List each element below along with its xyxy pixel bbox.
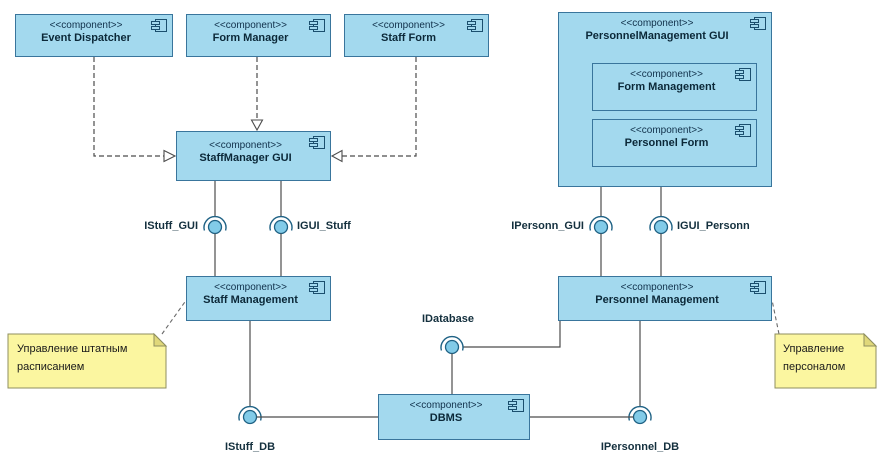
socket-arc (238, 405, 262, 421)
interface-label-ipersonnel-db: IPersonnel_DB (600, 441, 680, 453)
stereotype-label: <<component>> (630, 69, 703, 80)
component-staffmanager-gui[interactable]: <<component>> StaffManager GUI (176, 131, 331, 181)
component-name: Staff Management (203, 294, 298, 306)
stereotype-label: <<component>> (620, 18, 694, 29)
note-fold (153, 332, 168, 347)
assembly-ipersonnel-db[interactable] (530, 321, 652, 425)
stereotype-label: <<component>> (620, 282, 694, 293)
component-name: Personnel Form (624, 137, 709, 149)
component-icon (508, 399, 524, 412)
dependency-arrowhead (330, 149, 343, 163)
component-icon (309, 136, 325, 149)
component-name: Staff Form (381, 32, 436, 44)
note-staff[interactable] (7, 332, 168, 389)
assembly-istuff-db[interactable] (238, 321, 378, 425)
component-icon (750, 17, 766, 30)
socket-arc (649, 215, 673, 231)
assembly-idatabase[interactable] (440, 321, 561, 394)
stereotype-label: <<component>> (214, 282, 287, 293)
stereotype-label: <<component>> (214, 20, 287, 31)
component-icon (151, 19, 167, 32)
component-icon (750, 281, 766, 294)
note-anchor-staff (161, 298, 188, 335)
interface-ball (242, 409, 258, 425)
component-icon (735, 124, 751, 137)
note-personnel[interactable] (774, 332, 878, 389)
interface-label-igui-stuff: IGUI_Stuff (297, 220, 351, 232)
component-dbms[interactable]: <<component>> DBMS (378, 394, 530, 440)
component-event-dispatcher[interactable]: <<component>> Event Dispatcher (15, 14, 173, 57)
component-name: DBMS (429, 412, 463, 424)
assembly-igui-personn[interactable] (649, 187, 673, 276)
interface-label-istuff-db: IStuff_DB (224, 441, 276, 453)
assembly-ipersonn-gui[interactable] (589, 187, 613, 276)
stereotype-label: <<component>> (372, 20, 445, 31)
interface-ball (444, 339, 460, 355)
component-name: Form Manager (212, 32, 289, 44)
component-name: StaffManager GUI (199, 152, 292, 164)
socket-arc (589, 215, 613, 231)
component-name: Event Dispatcher (41, 32, 131, 44)
component-name: PersonnelManagement GUI (585, 30, 729, 42)
assembly-istuff-gui[interactable] (203, 181, 227, 276)
stereotype-label: <<component>> (209, 140, 282, 151)
interface-ball (653, 219, 669, 235)
interface-ball (273, 219, 289, 235)
component-staff-form[interactable]: <<component>> Staff Form (344, 14, 489, 57)
component-icon (309, 281, 325, 294)
component-personnel-management[interactable]: <<component>> Personnel Management (558, 276, 772, 321)
note-personnel-text: Управление персоналом (783, 343, 846, 373)
dependency-arrowhead (163, 149, 177, 163)
stereotype-label: <<component>> (409, 400, 483, 411)
dependency-event-dispatcher-to-staffmanager-gui (93, 57, 177, 163)
interface-ball (207, 219, 223, 235)
component-name: Form Management (617, 81, 716, 93)
component-personnel-management-gui[interactable]: <<component>> PersonnelManagement GUI <<… (558, 12, 772, 187)
note-staff-text: Управление штатным расписанием (17, 343, 128, 373)
dependency-staff-form-to-staffmanager-gui (330, 57, 417, 163)
component-form-management[interactable]: <<component>> Form Management (592, 63, 757, 111)
component-form-manager[interactable]: <<component>> Form Manager (186, 14, 331, 57)
component-name: Personnel Management (595, 294, 719, 306)
note-fold (863, 332, 878, 347)
interface-ball (632, 409, 648, 425)
stereotype-label: <<component>> (630, 125, 703, 136)
dependency-form-manager-to-staffmanager-gui (250, 57, 264, 132)
component-icon (309, 19, 325, 32)
socket-arc (269, 215, 293, 231)
component-icon (735, 68, 751, 81)
dependency-arrowhead (250, 119, 264, 132)
component-staff-management[interactable]: <<component>> Staff Management (186, 276, 331, 321)
interface-label-istuff-gui: IStuff_GUI (144, 220, 198, 232)
component-icon (467, 19, 483, 32)
socket-arc (203, 215, 227, 231)
socket-arc (440, 335, 464, 351)
note-anchor-personnel (771, 299, 780, 335)
interface-label-ipersonn-gui: IPersonn_GUI (511, 220, 584, 232)
socket-arc (628, 405, 652, 421)
stereotype-label: <<component>> (49, 20, 123, 31)
interface-label-idatabase: IDatabase (422, 313, 474, 325)
interface-label-igui-personn: IGUI_Personn (677, 220, 750, 232)
component-personnel-form[interactable]: <<component>> Personnel Form (592, 119, 757, 167)
interface-ball (593, 219, 609, 235)
assembly-igui-stuff[interactable] (269, 181, 293, 276)
